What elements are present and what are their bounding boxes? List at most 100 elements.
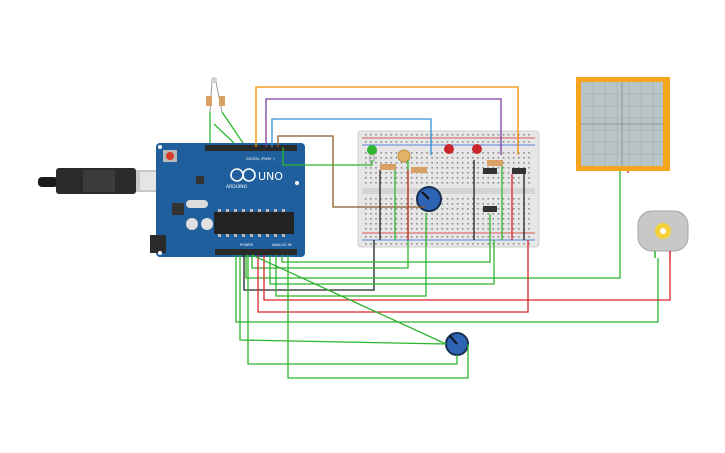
breadboard-hole (518, 141, 520, 143)
breadboard-hole (467, 243, 469, 245)
breadboard-hole (497, 213, 500, 215)
breadboard-hole (385, 208, 387, 210)
breadboard-hole (421, 157, 423, 159)
breadboard-hole (492, 228, 495, 230)
breadboard-hole (410, 223, 413, 225)
oscilloscope[interactable] (576, 77, 670, 171)
breadboard-hole (472, 218, 474, 220)
breadboard-hole (446, 157, 449, 159)
breadboard-hole (487, 152, 489, 154)
breadboard-hole (507, 223, 510, 225)
breadboard-hole (518, 218, 520, 220)
breadboard-hole (390, 141, 393, 143)
breadboard-hole (497, 182, 500, 184)
breadboard-hole (456, 182, 459, 184)
breadboard-hole (441, 223, 444, 225)
photoresistor[interactable] (397, 149, 411, 163)
breadboard-hole (436, 223, 438, 225)
breadboard-hole (528, 157, 530, 159)
breadboard-hole (421, 177, 423, 179)
breadboard-hole (482, 223, 484, 225)
breadboard-hole (512, 213, 515, 215)
breadboard-hole (395, 157, 398, 159)
breadboard-hole (528, 152, 530, 154)
breadboard-hole (487, 167, 489, 169)
breadboard-hole (441, 218, 444, 220)
breadboard-hole (410, 218, 413, 220)
breadboard-hole (502, 198, 505, 200)
breadboard-hole (370, 213, 372, 215)
breadboard-hole (512, 152, 515, 154)
breadboard-hole (446, 223, 449, 225)
breadboard-hole (461, 177, 464, 179)
breadboard-hole (477, 177, 479, 179)
breadboard-hole (482, 177, 484, 179)
breadboard-hole (410, 198, 413, 200)
breadboard-hole (421, 243, 423, 245)
breadboard-hole (405, 243, 408, 245)
red-led-1[interactable] (444, 144, 454, 154)
breadboard-hole (370, 134, 372, 136)
breadboard-hole (492, 152, 495, 154)
breadboard-hole (477, 198, 479, 200)
breadboard-hole (487, 223, 489, 225)
breadboard-potentiometer[interactable] (416, 186, 442, 212)
breadboard-hole (497, 243, 500, 245)
breadboard-hole (416, 236, 418, 238)
breadboard-hole (502, 157, 505, 159)
breadboard-hole (472, 167, 474, 169)
breadboard-hole (365, 236, 367, 238)
breadboard-hole (370, 162, 372, 164)
breadboard-hole (365, 208, 367, 210)
breadboard-hole (446, 218, 449, 220)
breadboard-hole (487, 198, 489, 200)
breadboard-hole (497, 177, 500, 179)
breadboard-hole (451, 198, 454, 200)
breadboard-hole (405, 228, 408, 230)
breadboard-hole (487, 218, 489, 220)
breadboard-hole (487, 141, 489, 143)
red-led-2[interactable] (472, 144, 482, 154)
breadboard-hole (395, 198, 398, 200)
breadboard-hole (436, 172, 438, 174)
standalone-potentiometer[interactable] (445, 332, 469, 356)
breadboard-hole (370, 167, 372, 169)
breadboard-hole (518, 236, 520, 238)
breadboard-hole (477, 228, 479, 230)
dc-motor[interactable] (637, 210, 689, 258)
breadboard-hole (405, 213, 408, 215)
breadboard-hole (456, 162, 459, 164)
green-led[interactable] (367, 145, 377, 162)
breadboard-hole (507, 152, 510, 154)
breadboard-hole (497, 218, 500, 220)
breadboard-hole (482, 182, 484, 184)
breadboard-hole (482, 228, 484, 230)
breadboard-hole (502, 236, 505, 238)
breadboard-hole (431, 157, 433, 159)
breadboard-hole (400, 213, 403, 215)
breadboard-hole (492, 213, 495, 215)
breadboard-hole (395, 177, 398, 179)
breadboard-hole (390, 177, 393, 179)
breadboard-hole (421, 134, 423, 136)
breadboard-hole (467, 177, 469, 179)
breadboard-hole (461, 141, 464, 143)
breadboard-hole (395, 141, 398, 143)
breadboard-hole (380, 182, 382, 184)
breadboard-hole (365, 243, 367, 245)
breadboard-hole (518, 157, 520, 159)
breadboard-hole (375, 182, 377, 184)
breadboard-hole (385, 198, 387, 200)
breadboard-hole (426, 223, 428, 225)
breadboard-hole (375, 177, 377, 179)
breadboard-hole (528, 228, 530, 230)
breadboard-hole (375, 157, 377, 159)
breadboard-hole (375, 213, 377, 215)
breadboard-hole (467, 213, 469, 215)
breadboard-hole (385, 162, 387, 164)
breadboard-hole (405, 167, 408, 169)
breadboard-hole (472, 152, 474, 154)
breadboard-hole (528, 223, 530, 225)
breadboard-hole (380, 213, 382, 215)
